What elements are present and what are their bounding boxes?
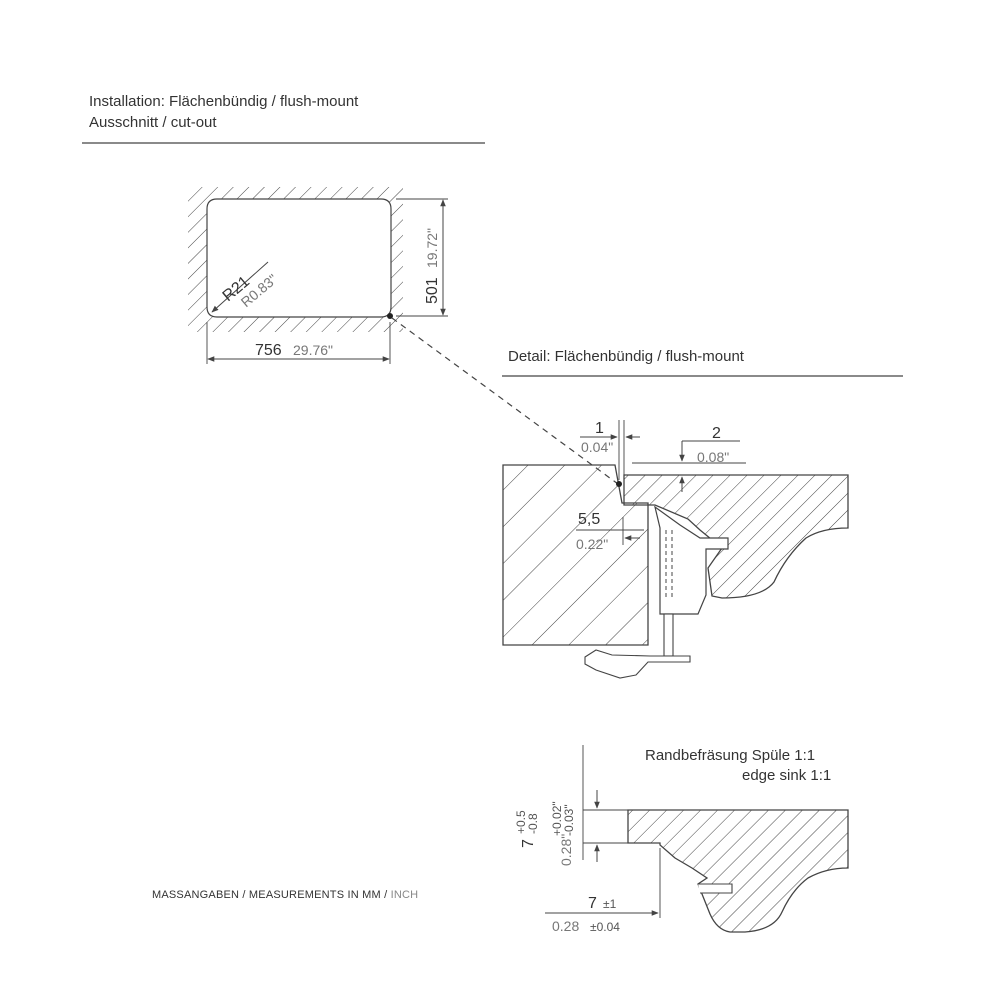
edge-sink-section	[627, 809, 849, 933]
sink-rim-section	[623, 474, 849, 599]
installation-title: Installation: Flächenbündig / flush-moun…	[89, 93, 359, 110]
edge-depth-mm-tol-minus: -0.8	[526, 813, 540, 834]
measurements-note-label: MASSANGABEN / MEASUREMENTS IN MM /	[152, 889, 391, 901]
gap-mm-label: 1	[595, 420, 604, 437]
height-mm-label: 501	[424, 277, 441, 304]
edge-drawing: 7 +0.5 -0.8 0.28" +0.02" -0.03" 7 ±1 0.2…	[514, 745, 849, 934]
offset-inch-label: 0.22"	[576, 536, 608, 552]
edge-depth-inch-tol-plus: +0.02"	[550, 801, 564, 836]
offset-mm-label: 5,5	[578, 511, 600, 528]
installation-header: Installation: Flächenbündig / flush-moun…	[82, 93, 485, 144]
radius-leader	[211, 261, 269, 313]
width-mm-label: 756	[255, 342, 282, 359]
cutout-drawing: R21 R0.83" 756 29.76" 501 19.72"	[188, 187, 619, 485]
clamp-screw	[663, 613, 674, 657]
edge-title-en: edge sink 1:1	[742, 767, 831, 784]
detail-dashed-leader	[391, 317, 619, 485]
edge-depth-inch-group: 0.28" +0.02" -0.03"	[550, 801, 576, 866]
detail-title: Detail: Flächenbündig / flush-mount	[508, 348, 745, 365]
installation-subtitle: Ausschnitt / cut-out	[89, 114, 217, 131]
edge-depth-inch-tol-minus: -0.03"	[562, 804, 576, 836]
edge-header: Randbefräsung Spüle 1:1 edge sink 1:1	[645, 747, 831, 784]
edge-depth-mm: 7	[520, 839, 537, 848]
height-inch-label: 19.72"	[424, 228, 440, 268]
detail-drawing: 1 0.04" 2 0.08" 5,5 0.22"	[502, 420, 849, 679]
gap-inch-label: 0.04"	[581, 439, 613, 455]
measurements-note: MASSANGABEN / MEASUREMENTS IN MM / INCH	[152, 889, 418, 901]
width-inch-label: 29.76"	[293, 342, 333, 358]
edge-depth-inch: 0.28"	[558, 834, 574, 866]
height-label-group: 501 19.72"	[424, 228, 441, 304]
edge-depth-mm-tol-plus: +0.5	[514, 810, 528, 834]
edge-groove	[698, 883, 733, 894]
measurements-note-inch: INCH	[391, 889, 419, 901]
clamp-bracket	[654, 505, 729, 615]
edge-title-de: Randbefräsung Spüle 1:1	[645, 747, 815, 764]
detail-target-dot	[616, 481, 622, 487]
edge-width-inch-tol: ±0.04	[590, 920, 620, 934]
edge-width-mm: 7	[588, 895, 597, 912]
cutout-hatched-frame	[188, 187, 403, 332]
edge-width-mm-tol: ±1	[603, 897, 617, 911]
step-mm-label: 2	[712, 425, 721, 442]
detail-header: Detail: Flächenbündig / flush-mount	[502, 348, 903, 377]
edge-width-inch: 0.28	[552, 918, 579, 934]
detail-reference-dot	[387, 313, 393, 319]
edge-depth-mm-group: 7 +0.5 -0.8	[514, 810, 540, 848]
radius-label-group: R21 R0.83"	[220, 271, 281, 310]
step-inch-label: 0.08"	[697, 449, 729, 465]
cutout-outline	[206, 198, 392, 318]
clamp-foot	[584, 649, 691, 679]
